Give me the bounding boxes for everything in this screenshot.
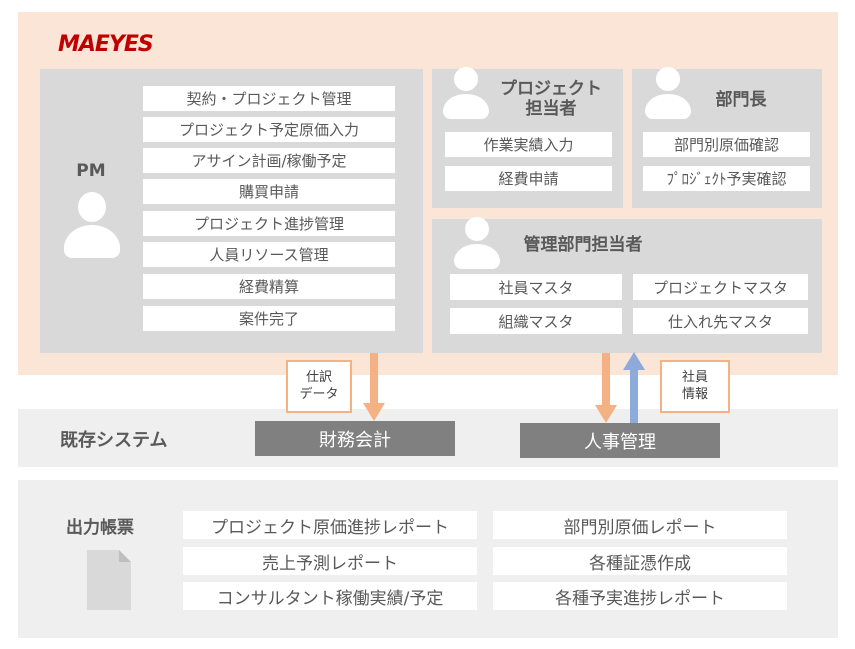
document-icon xyxy=(87,550,131,610)
report-item: 売上予測レポート xyxy=(183,547,477,575)
report-item: 部門別原価レポート xyxy=(493,511,787,539)
pm-item: プロジェクト進捗管理 xyxy=(143,211,395,236)
pm-item: 人員リソース管理 xyxy=(143,242,395,267)
hr-down-arrow xyxy=(595,353,617,423)
report-item: コンサルタント稼働実績/予定 xyxy=(183,582,477,610)
project-staff-person-icon xyxy=(443,67,489,119)
project-staff-item: 作業実績入力 xyxy=(445,132,612,157)
pm-item: プロジェクト予定原価入力 xyxy=(143,117,395,142)
pm-item: 契約・プロジェクト管理 xyxy=(143,86,395,111)
dept-head-person-icon xyxy=(645,67,691,119)
hr-system: 人事管理 xyxy=(520,423,720,458)
pm-title: PM xyxy=(76,160,106,181)
report-item: 各種予実進捗レポート xyxy=(493,582,787,610)
admin-staff-title: 管理部門担当者 xyxy=(523,234,643,255)
journal-data-label: 仕訳 データ xyxy=(286,360,352,413)
admin-staff-person-icon xyxy=(454,217,500,269)
existing-system-title: 既存システム xyxy=(60,430,168,451)
dept-head-title: 部門長 xyxy=(715,89,767,110)
report-item: プロジェクト原価進捗レポート xyxy=(183,511,477,539)
pm-item: 案件完了 xyxy=(143,306,395,331)
pm-item: 経費精算 xyxy=(143,274,395,299)
accounting-system: 財務会計 xyxy=(255,421,455,456)
project-staff-title: プロジェクト 担当者 xyxy=(500,78,602,119)
reports-title: 出力帳票 xyxy=(66,518,134,538)
pm-item: アサイン計画/稼働予定 xyxy=(143,148,395,173)
admin-staff-item: 仕入れ先マスタ xyxy=(633,308,808,334)
dept-head-item: 部門別原価確認 xyxy=(643,132,810,157)
journal-arrow xyxy=(363,353,385,421)
report-item: 各種証憑作成 xyxy=(493,547,787,575)
employee-info-label: 社員 情報 xyxy=(660,360,730,413)
project-staff-item: 経費申請 xyxy=(445,166,612,191)
hr-up-arrow xyxy=(623,352,645,423)
admin-staff-item: 社員マスタ xyxy=(450,274,622,300)
dept-head-item: ﾌﾟﾛｼﾞｪｸﾄ予実確認 xyxy=(643,166,810,191)
admin-staff-item: プロジェクトマスタ xyxy=(633,274,808,300)
maeyes-logo: MAEYES xyxy=(58,32,154,57)
admin-staff-item: 組織マスタ xyxy=(450,308,622,334)
pm-person-icon xyxy=(64,192,120,258)
pm-item: 購買申請 xyxy=(143,179,395,204)
